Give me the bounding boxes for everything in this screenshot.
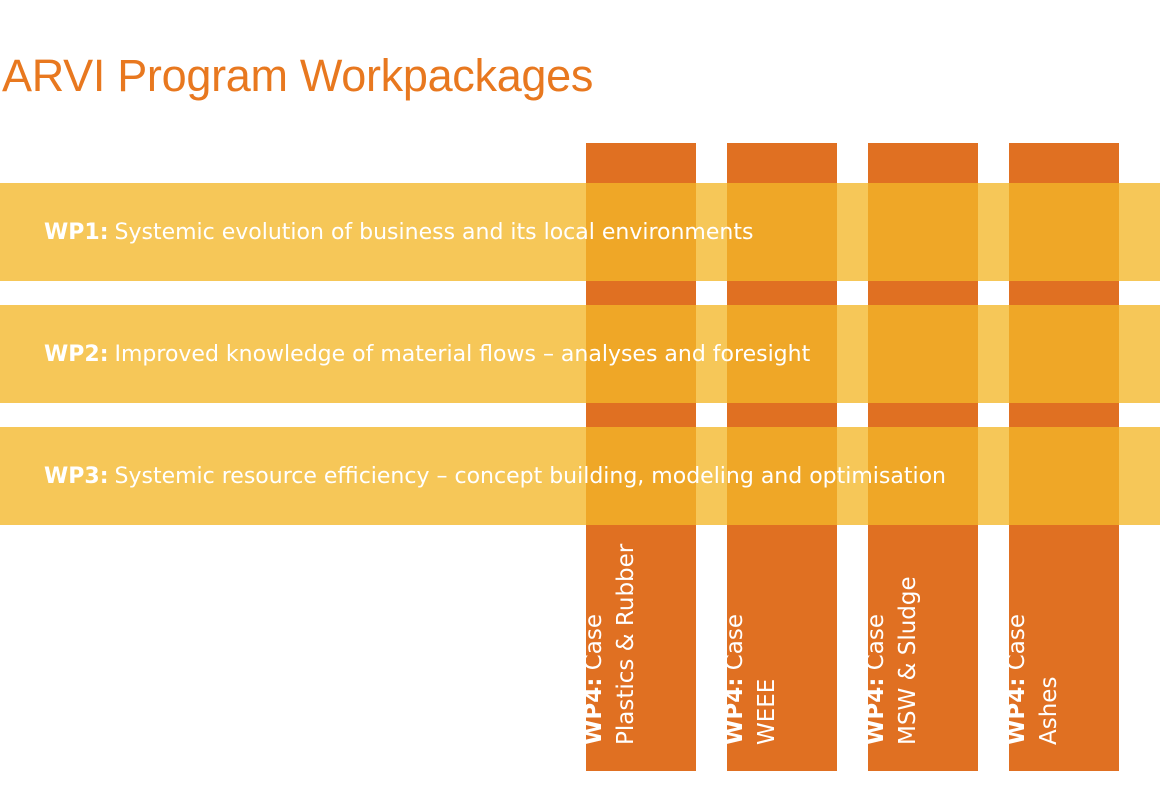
wp1-label: WP1:	[44, 219, 109, 245]
wp4-label: WP4:	[722, 677, 748, 745]
wp2-label: WP2:	[44, 341, 109, 367]
case-word: Case	[581, 613, 607, 671]
wp2-description: Improved knowledge of material flows – a…	[114, 341, 811, 367]
wp3-description: Systemic resource efficiency – concept b…	[114, 463, 947, 489]
wp4-label: WP4:	[863, 677, 889, 745]
page-title: ARVI Program Workpackages	[2, 50, 594, 101]
wp3-band: WP3: Systemic resource efficiency – conc…	[0, 427, 1160, 525]
case-word: Case	[863, 613, 889, 671]
wp4-label: WP4:	[1004, 677, 1030, 745]
wp2-band: WP2: Improved knowledge of material flow…	[0, 305, 1160, 403]
wp1-band: WP1: Systemic evolution of business and …	[0, 183, 1160, 281]
wp1-description: Systemic evolution of business and its l…	[114, 219, 754, 245]
case-word: Case	[722, 613, 748, 671]
case-word: Case	[1004, 613, 1030, 671]
wp3-label: WP3:	[44, 463, 109, 489]
wp4-label: WP4:	[581, 677, 607, 745]
